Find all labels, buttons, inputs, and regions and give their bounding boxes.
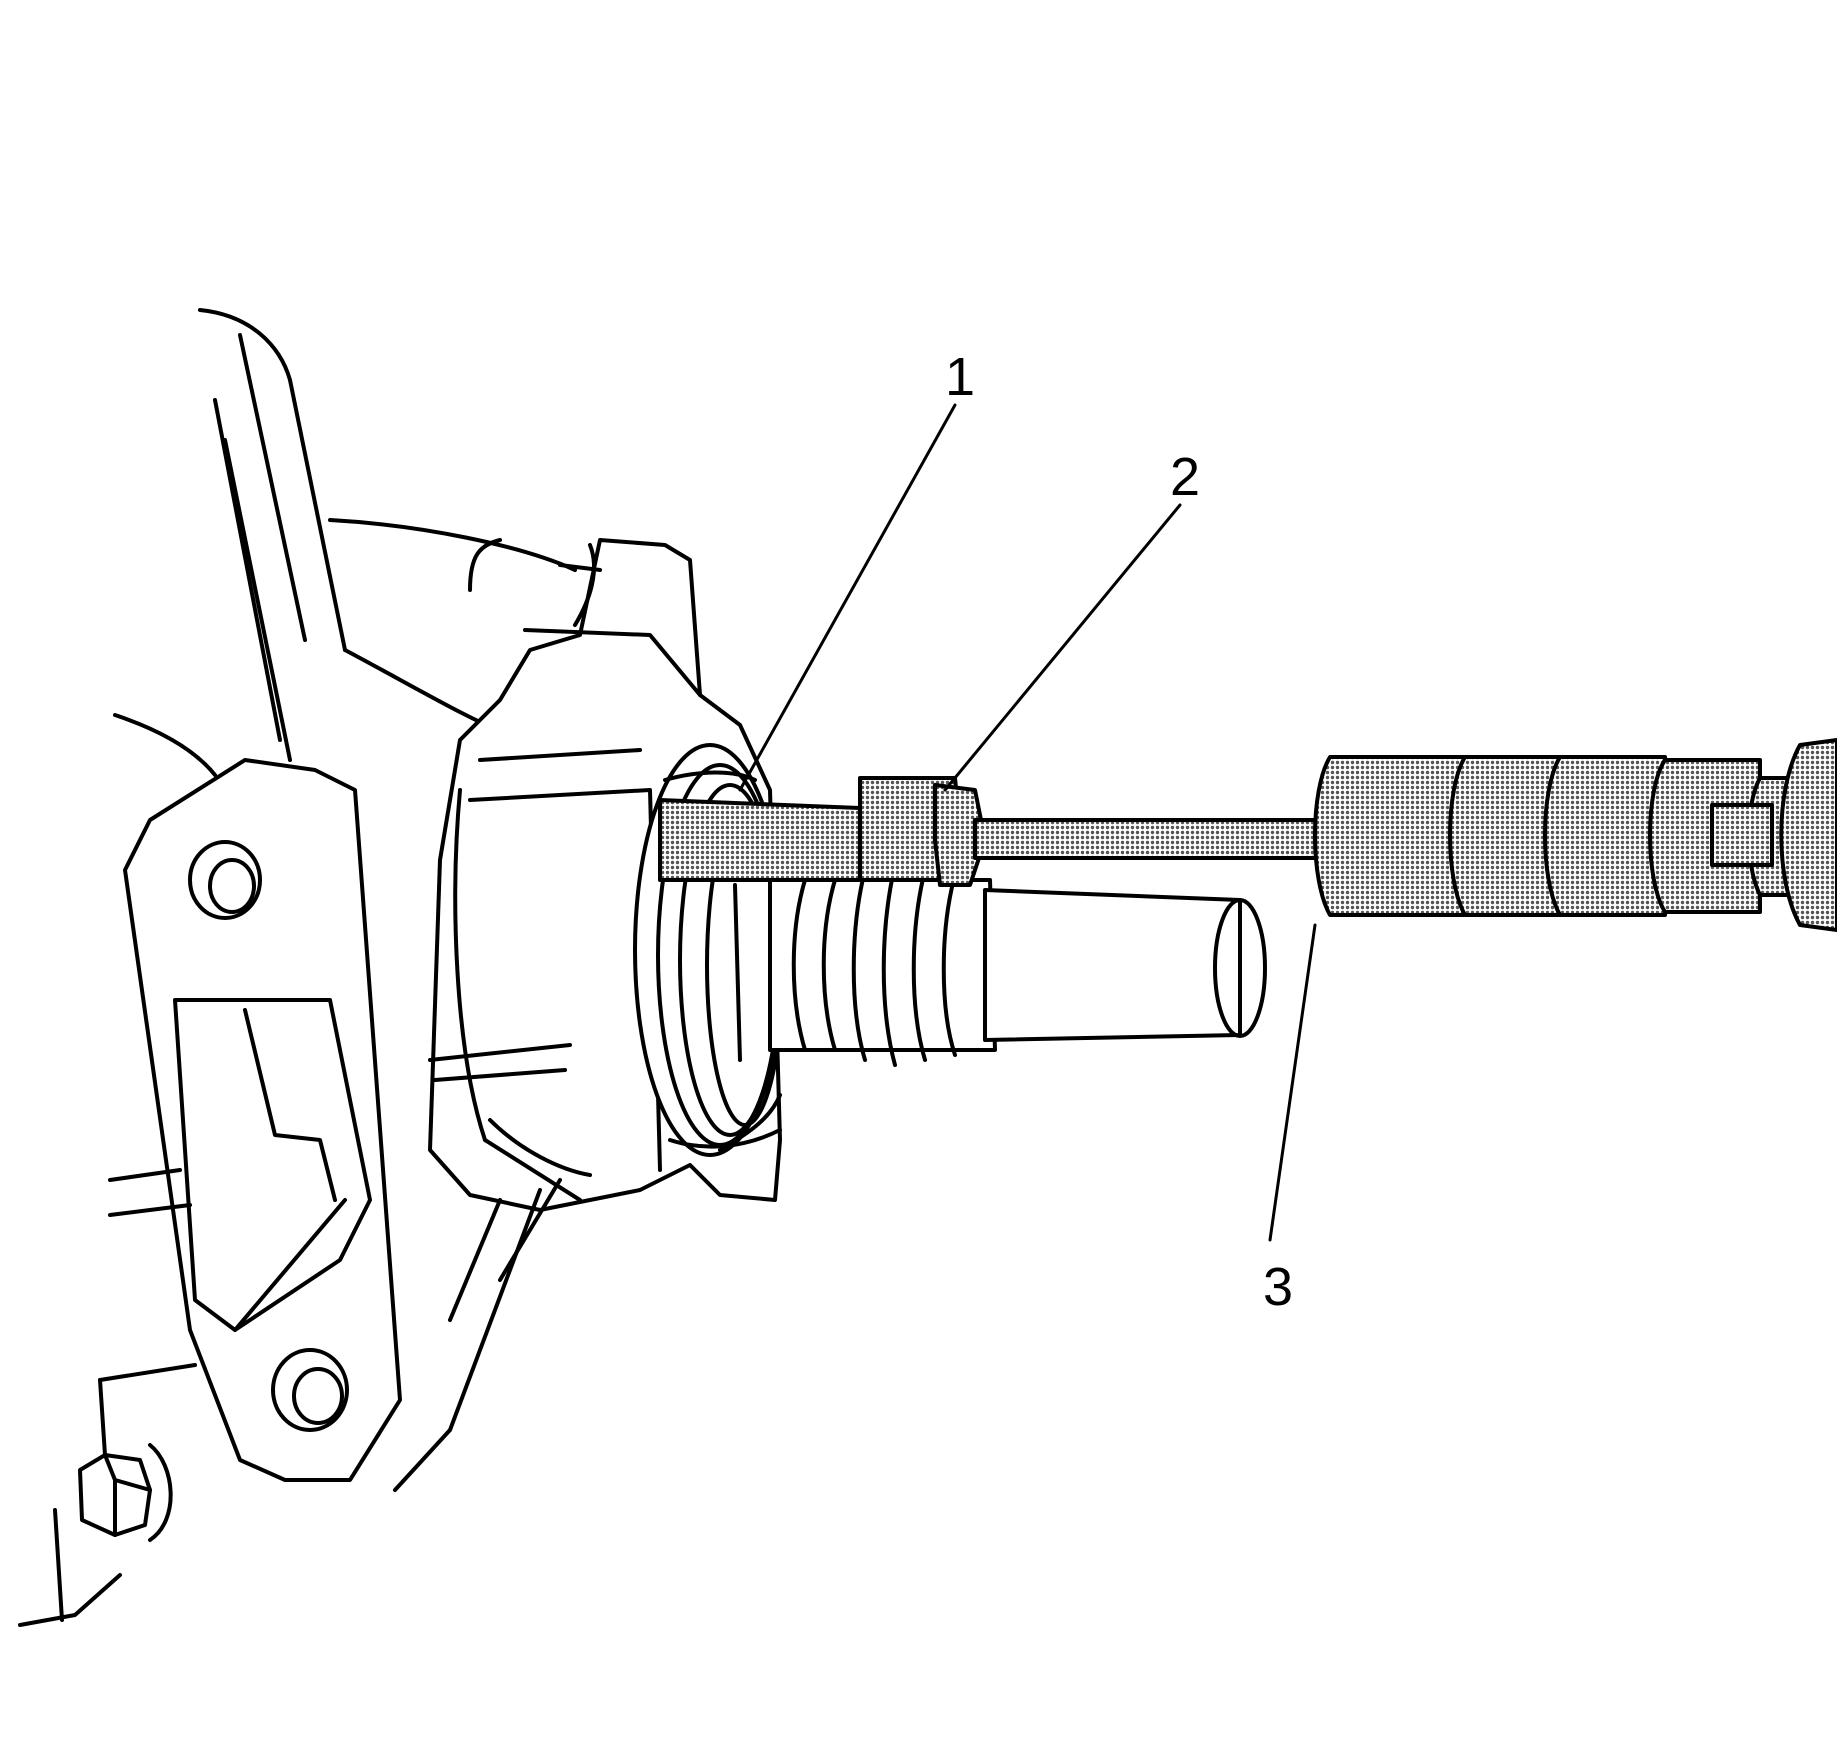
lower-bolt-hole xyxy=(271,1348,349,1432)
callout-3: 3 xyxy=(1263,1257,1293,1317)
leader-3 xyxy=(1268,923,1317,1242)
upper-bolt-hole xyxy=(188,840,262,920)
leader-2 xyxy=(943,503,1182,792)
steering-knuckle xyxy=(98,758,402,1482)
axle-shaft xyxy=(733,863,1267,1067)
puller-tool xyxy=(658,738,1837,932)
leader-1 xyxy=(738,403,957,792)
brake-shield xyxy=(113,308,577,777)
axle-shaft-end xyxy=(1213,898,1267,1038)
remover-nut xyxy=(933,783,987,887)
hex-bolt xyxy=(18,1378,173,1627)
slide-hammer xyxy=(1313,755,1467,917)
callout-2: 2 xyxy=(1170,447,1200,507)
callout-1: 1 xyxy=(945,347,975,407)
leader-lines xyxy=(738,403,1317,1242)
remover-collet xyxy=(658,798,862,882)
threaded-rod xyxy=(973,818,1322,860)
